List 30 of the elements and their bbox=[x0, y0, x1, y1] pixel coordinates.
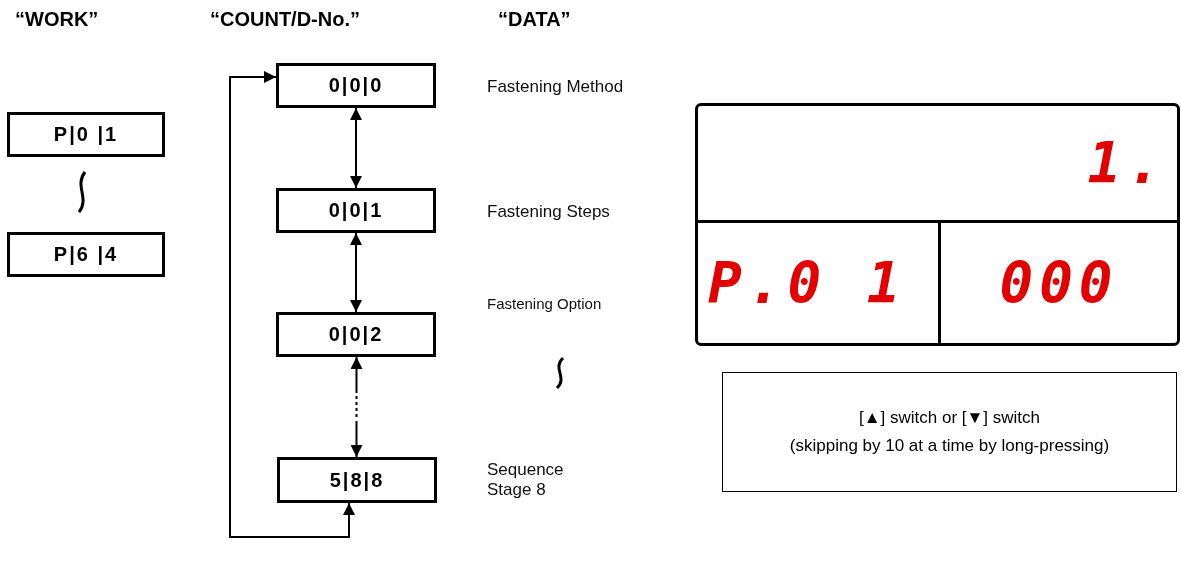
register-value: 0|0|2 bbox=[328, 323, 384, 346]
arrow bbox=[350, 356, 363, 458]
note-box bbox=[722, 372, 1177, 492]
column-heading: “WORK” bbox=[15, 8, 99, 31]
node-caption: Fastening Method bbox=[487, 77, 624, 97]
display-panel bbox=[695, 103, 1180, 346]
instruction-text: (skipping by 10 at a time by long-pressing) bbox=[789, 436, 1110, 456]
register-box bbox=[276, 188, 436, 233]
instruction-text: [▲] switch or [▼] switch bbox=[859, 408, 1040, 428]
register-box bbox=[277, 457, 437, 503]
node-caption: Sequence Stage 8 bbox=[487, 460, 565, 500]
register-value: P|0 |1 bbox=[53, 123, 119, 146]
register-value: P|6 |4 bbox=[53, 243, 119, 266]
register-box bbox=[7, 112, 165, 157]
register-box bbox=[7, 232, 165, 277]
register-box bbox=[276, 63, 436, 108]
node-caption: Fastening Option bbox=[487, 295, 602, 312]
node-caption: Fastening Steps bbox=[487, 202, 610, 222]
arrow bbox=[350, 107, 362, 189]
register-value: 5|8|8 bbox=[329, 468, 385, 492]
column-heading: “DATA” bbox=[498, 8, 571, 31]
arrow bbox=[229, 70, 355, 538]
segment-digits: 1. bbox=[1087, 130, 1167, 196]
arrow bbox=[350, 232, 362, 313]
segment-digits: 000 bbox=[999, 250, 1119, 316]
register-value: 0|0|0 bbox=[328, 74, 384, 97]
column-heading: “COUNT/D-No.” bbox=[210, 8, 360, 31]
segment-digits: P.0 1 bbox=[708, 250, 907, 316]
register-value: 0|0|1 bbox=[328, 199, 384, 222]
register-box bbox=[276, 312, 436, 357]
